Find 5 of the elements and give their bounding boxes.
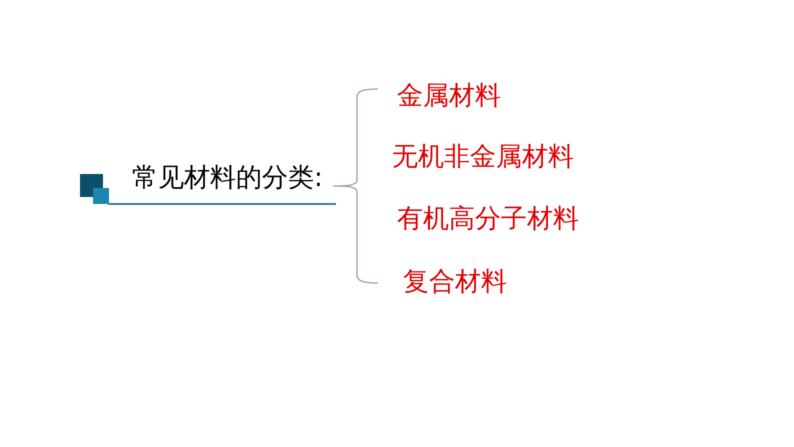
category-label: 无机非金属材料: [392, 144, 574, 170]
heading: 常见材料的分类:: [132, 165, 323, 191]
category-label: 有机高分子材料: [397, 206, 579, 232]
category-label: 金属材料: [397, 83, 501, 109]
category-label: 复合材料: [403, 269, 507, 295]
